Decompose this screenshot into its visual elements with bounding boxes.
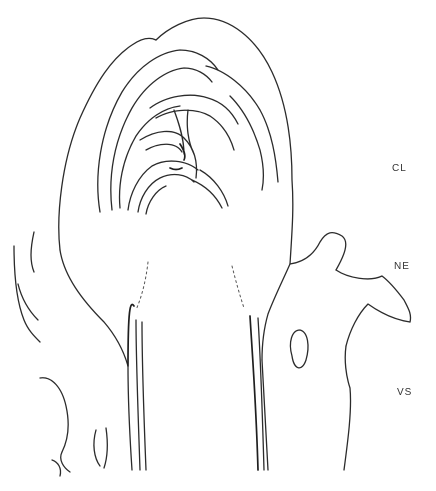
leaf-primordia — [98, 50, 278, 214]
vascular-strands — [128, 262, 308, 470]
label-ne: NE — [394, 261, 410, 272]
label-vs: VS — [397, 387, 412, 398]
outer-outline — [59, 18, 411, 470]
label-cl: CL — [392, 163, 407, 174]
left-fragments — [14, 232, 107, 476]
